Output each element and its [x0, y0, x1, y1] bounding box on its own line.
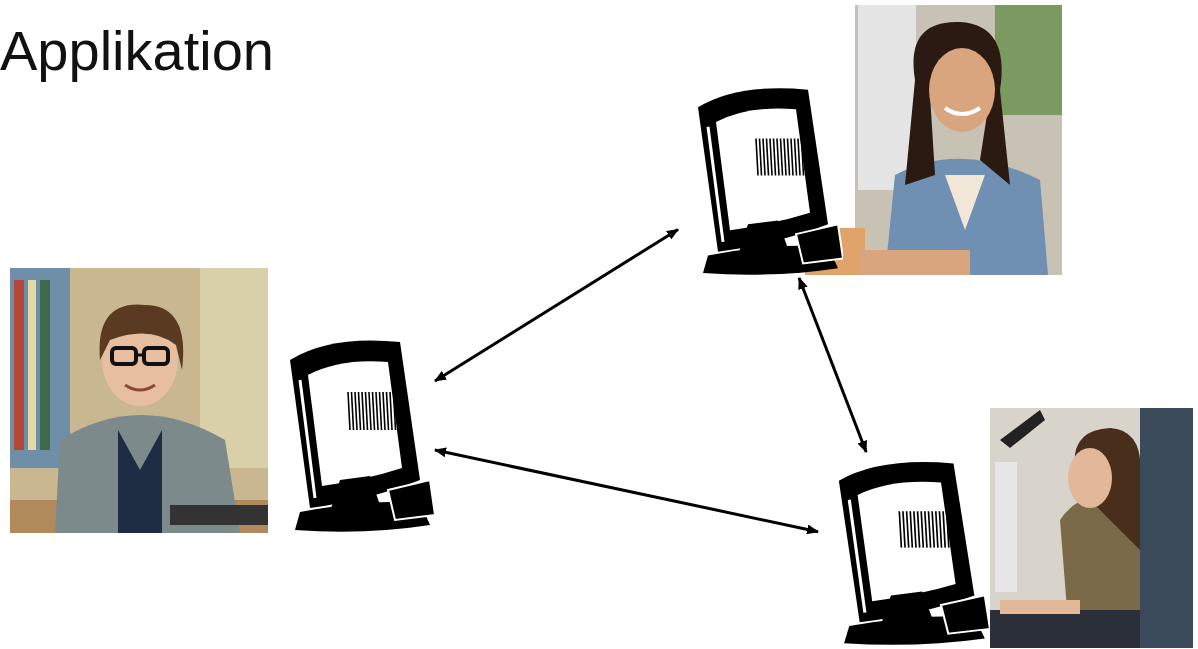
computer-node	[818, 452, 990, 648]
double-arrow	[435, 229, 678, 381]
computer-symbol	[270, 330, 435, 535]
double-arrow	[799, 278, 866, 452]
computer-node	[270, 330, 435, 535]
person-photo	[10, 268, 268, 533]
computer-symbol	[678, 78, 843, 278]
slide-title: Applikation	[0, 18, 274, 83]
computer-symbol	[818, 452, 990, 648]
double-arrow	[435, 450, 818, 532]
person-photo	[990, 408, 1193, 648]
person-photo	[805, 5, 1062, 275]
computer-node	[678, 78, 843, 278]
